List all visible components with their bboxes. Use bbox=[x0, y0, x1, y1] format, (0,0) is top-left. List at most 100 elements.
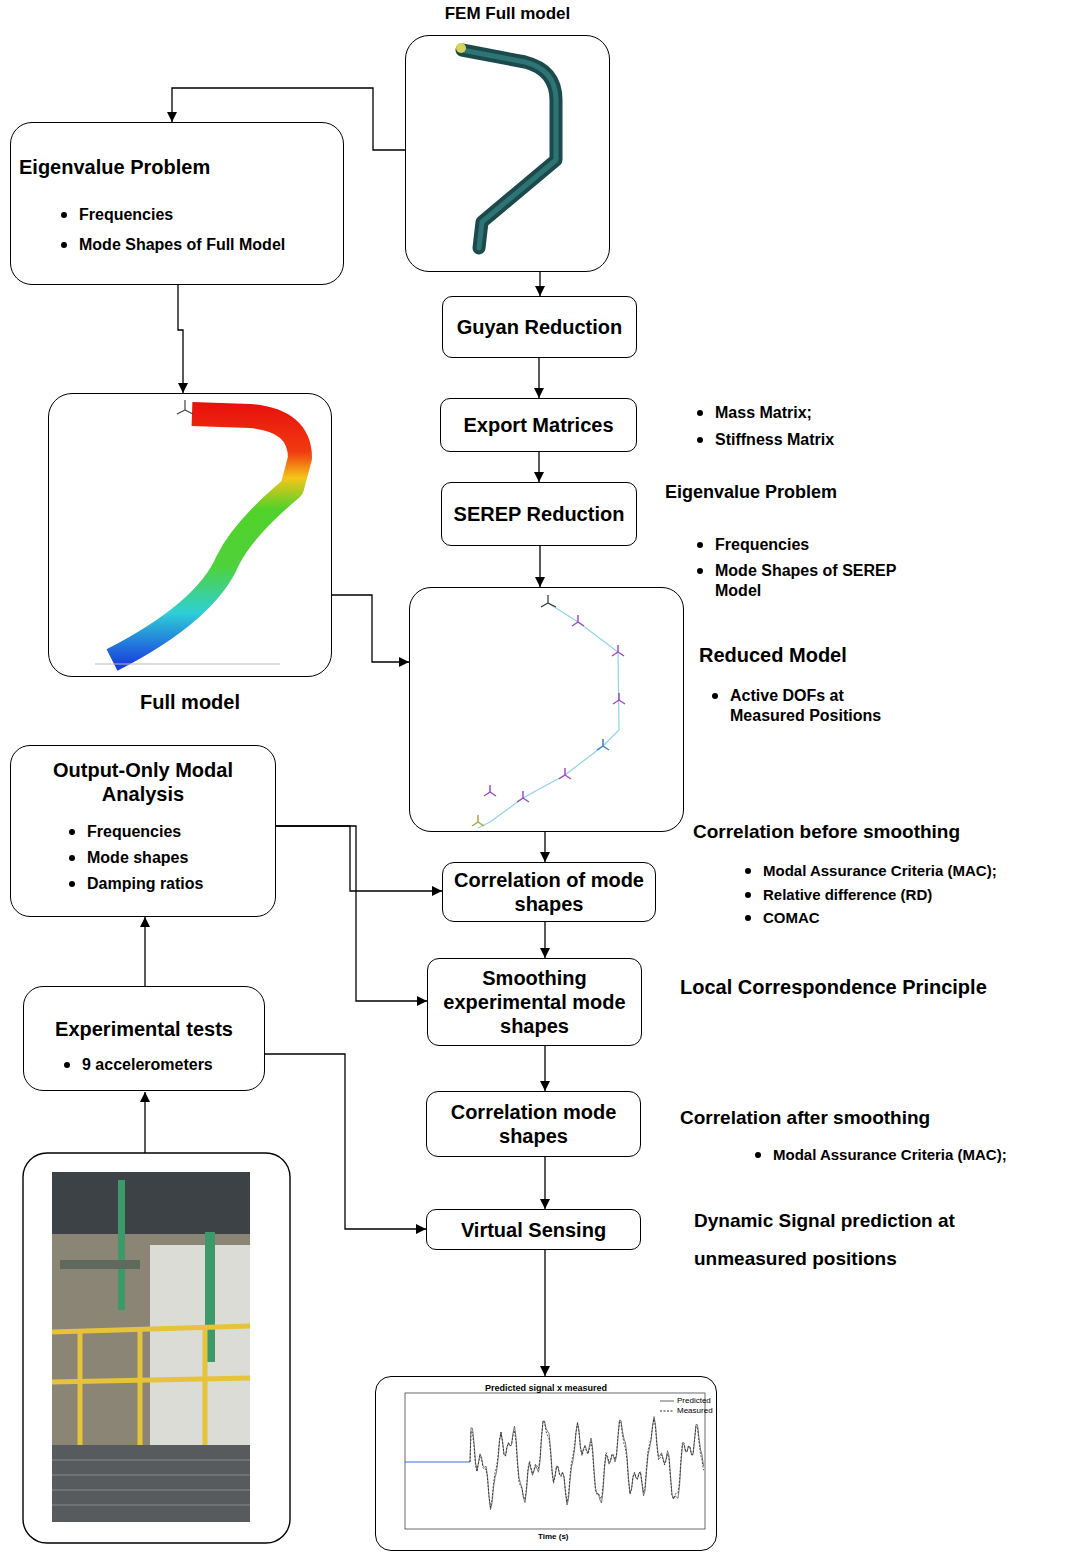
legend-entry: Measured bbox=[660, 1406, 713, 1415]
node-heading: Virtual Sensing bbox=[461, 1218, 606, 1242]
node-heading: SEREP Reduction bbox=[454, 502, 625, 526]
sensor-marker bbox=[572, 615, 584, 626]
bullet-note: Frequencies bbox=[685, 535, 809, 555]
flow-arrow bbox=[538, 358, 539, 398]
sensor-marker bbox=[559, 768, 571, 779]
photo-floor bbox=[52, 1445, 250, 1522]
plot-axes bbox=[405, 1393, 705, 1529]
reduced-model-plot bbox=[472, 595, 625, 828]
photo-railing bbox=[138, 1328, 143, 1445]
mode-shape-plot bbox=[95, 400, 300, 664]
legend-text: Measured bbox=[677, 1406, 713, 1415]
process-box: Correlation of mode shapes bbox=[442, 862, 656, 922]
sensor-marker bbox=[472, 815, 484, 826]
process-box: Correlation mode shapes bbox=[426, 1091, 641, 1157]
photo-railing bbox=[203, 1327, 208, 1445]
photo-pipe bbox=[60, 1260, 140, 1269]
node-heading: Reduced Model bbox=[699, 644, 847, 667]
process-box: Export Matrices bbox=[440, 398, 637, 452]
node-heading: Full model bbox=[29, 691, 351, 714]
node-heading: Experimental tests bbox=[34, 1017, 254, 1041]
model-box: Full model bbox=[48, 393, 332, 677]
bullet-note: Mass Matrix; bbox=[685, 403, 812, 423]
flow-arrow bbox=[539, 546, 540, 587]
node-heading: Export Matrices bbox=[463, 413, 613, 437]
pipe-body bbox=[462, 50, 556, 248]
axis-triad bbox=[541, 595, 556, 607]
bullet-item: Frequencies bbox=[57, 822, 265, 842]
sensor-marker bbox=[484, 785, 496, 796]
bullet-item: Damping ratios bbox=[57, 874, 265, 894]
photo-grating bbox=[52, 1460, 250, 1505]
bullet-note: Modal Assurance Criteria (MAC); bbox=[733, 862, 997, 881]
photo-pipe bbox=[118, 1180, 125, 1310]
pipe-model bbox=[456, 43, 556, 248]
node-heading: Correlation of mode shapes bbox=[453, 868, 645, 916]
flow-arrow bbox=[544, 1250, 545, 1376]
pipe-support bbox=[456, 43, 466, 53]
model-box: Reduced Model bbox=[409, 587, 684, 832]
photo-arrow bbox=[144, 1092, 145, 1153]
reduced-wireframe bbox=[478, 603, 619, 828]
annotation: Time (s) bbox=[538, 1532, 569, 1542]
flow-arrow bbox=[332, 595, 409, 662]
bullet-note: Relative difference (RD) bbox=[733, 886, 932, 905]
bullet-item: Frequencies bbox=[49, 205, 333, 225]
legend-line bbox=[660, 1410, 674, 1411]
node-heading: Smoothing experimental mode shapes bbox=[438, 966, 631, 1038]
node-heading: Predicted signal x measured bbox=[376, 1377, 716, 1393]
bullet-item: Mode shapes bbox=[57, 848, 265, 868]
bullet-item: Mode Shapes of Full Model bbox=[49, 235, 333, 255]
photo-ceiling bbox=[52, 1172, 250, 1234]
flow-arrow bbox=[265, 1054, 426, 1229]
bullet-note: Stiffness Matrix bbox=[685, 430, 834, 450]
flow-arrow bbox=[178, 285, 183, 393]
axis-triad bbox=[177, 400, 193, 414]
legend-line bbox=[660, 1400, 674, 1401]
flow-arrow bbox=[544, 922, 545, 958]
legend-text: Predicted bbox=[677, 1396, 711, 1405]
annotation: Correlation after smoothing bbox=[680, 1106, 930, 1130]
mode-shape-band bbox=[112, 414, 300, 660]
process-box: Smoothing experimental mode shapes bbox=[427, 958, 642, 1046]
signal-flat bbox=[405, 1462, 470, 1463]
flow-arrow bbox=[544, 832, 545, 862]
signal-chart bbox=[405, 1393, 705, 1529]
bullet-note: Active DOFs at Measured Positions bbox=[700, 686, 920, 726]
legend-entry: Predicted bbox=[660, 1396, 711, 1405]
flow-arrow bbox=[172, 88, 405, 150]
flow-arrow bbox=[539, 272, 540, 296]
photo-railing bbox=[78, 1330, 83, 1445]
legend-sample bbox=[660, 1398, 674, 1404]
bullet-item: 9 accelerometers bbox=[52, 1055, 254, 1075]
node-heading: Guyan Reduction bbox=[457, 315, 623, 339]
predicted-signal bbox=[470, 1417, 704, 1510]
site-photo bbox=[23, 1092, 290, 1543]
sensor-marker bbox=[613, 693, 625, 704]
flow-arrow bbox=[544, 1157, 545, 1209]
model-box: FEM Full model bbox=[405, 35, 610, 272]
sensor-marker bbox=[517, 791, 529, 802]
annotation: Correlation before smoothing bbox=[693, 820, 960, 844]
ground-line bbox=[95, 664, 280, 665]
process-box: Virtual Sensing bbox=[426, 1209, 641, 1250]
sensor-marker bbox=[597, 739, 609, 750]
annotation: Eigenvalue Problem bbox=[665, 481, 837, 504]
photo-panel bbox=[150, 1245, 250, 1450]
pipe-highlight bbox=[462, 50, 556, 248]
photo-background bbox=[52, 1172, 250, 1522]
process-box: SEREP Reduction bbox=[441, 482, 637, 546]
bullet-note: COMAC bbox=[733, 909, 820, 928]
process-box: Guyan Reduction bbox=[442, 296, 637, 358]
annotation: Local Correspondence Principle bbox=[680, 975, 987, 1000]
flow-arrow bbox=[538, 452, 539, 482]
sensor-marker bbox=[612, 645, 624, 656]
node-heading: Output-Only Modal Analysis bbox=[21, 758, 265, 806]
legend-sample bbox=[660, 1408, 674, 1414]
measured-signal bbox=[470, 1419, 704, 1507]
bullet-note: Mode Shapes of SEREP Model bbox=[685, 561, 910, 601]
node-heading: Correlation mode shapes bbox=[437, 1100, 630, 1148]
flow-arrow bbox=[276, 826, 442, 891]
process-box: Eigenvalue ProblemFrequenciesMode Shapes… bbox=[10, 122, 344, 285]
